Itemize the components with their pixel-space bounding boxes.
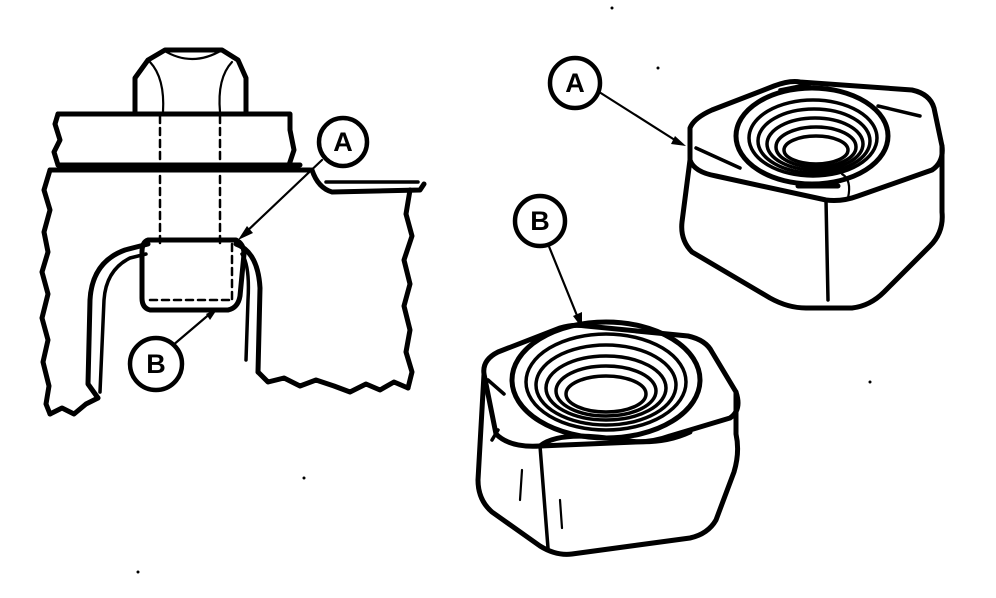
- upper-plate: [51, 111, 303, 171]
- callout-b-left: B: [127, 308, 218, 393]
- lower-panel: [39, 167, 415, 417]
- nut-under-clip: [139, 237, 247, 313]
- bolt-shank-hidden: [158, 114, 222, 246]
- square-nut-b: [475, 319, 741, 557]
- callout-a-right: A: [547, 55, 686, 146]
- square-nut-a: [679, 79, 945, 311]
- bolt-clip-assembly: A B: [39, 47, 427, 417]
- scan-dots: [136, 6, 872, 574]
- bolt-head: [132, 47, 249, 115]
- callout-label-b-right: B: [530, 206, 550, 236]
- callout-label-a-left: A: [333, 127, 353, 157]
- callout-label-b-left: B: [146, 349, 166, 379]
- callout-b-right: B: [512, 193, 582, 328]
- callout-label-a-right: A: [565, 68, 585, 98]
- callout-a-left: A: [238, 115, 370, 240]
